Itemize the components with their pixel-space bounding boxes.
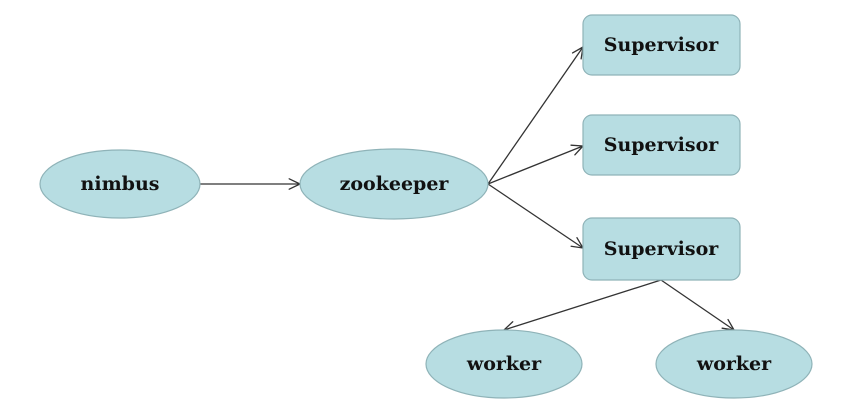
- edge-supervisor-3-to-worker-1: [503, 279, 662, 333]
- edge-line: [487, 46, 584, 185]
- node-worker-1-label: worker: [466, 353, 542, 375]
- edge-line: [487, 183, 584, 249]
- node-nimbus[interactable]: nimbus: [39, 149, 201, 219]
- node-supervisor-2-label: Supervisor: [604, 134, 720, 156]
- node-worker-2[interactable]: worker: [655, 329, 813, 399]
- edge-line: [503, 279, 662, 331]
- edge-zookeeper-to-supervisor-1: [487, 46, 584, 185]
- edge-line: [660, 279, 735, 331]
- edge-line: [487, 145, 584, 185]
- node-supervisor-3[interactable]: Supervisor: [582, 217, 741, 281]
- node-zookeeper-label: zookeeper: [340, 173, 450, 195]
- node-supervisor-1[interactable]: Supervisor: [582, 14, 741, 76]
- node-supervisor-1-label: Supervisor: [604, 34, 720, 56]
- edge-zookeeper-to-supervisor-3: [487, 183, 584, 249]
- node-zookeeper[interactable]: zookeeper: [299, 148, 489, 220]
- edges-layer: [200, 46, 735, 333]
- node-worker-1[interactable]: worker: [425, 329, 583, 399]
- node-supervisor-2[interactable]: Supervisor: [582, 114, 741, 176]
- edge-supervisor-3-to-worker-2: [660, 279, 735, 331]
- edge-nimbus-to-zookeeper: [200, 178, 301, 190]
- node-supervisor-3-label: Supervisor: [604, 238, 720, 260]
- node-worker-2-label: worker: [696, 353, 772, 375]
- node-nimbus-label: nimbus: [81, 173, 160, 195]
